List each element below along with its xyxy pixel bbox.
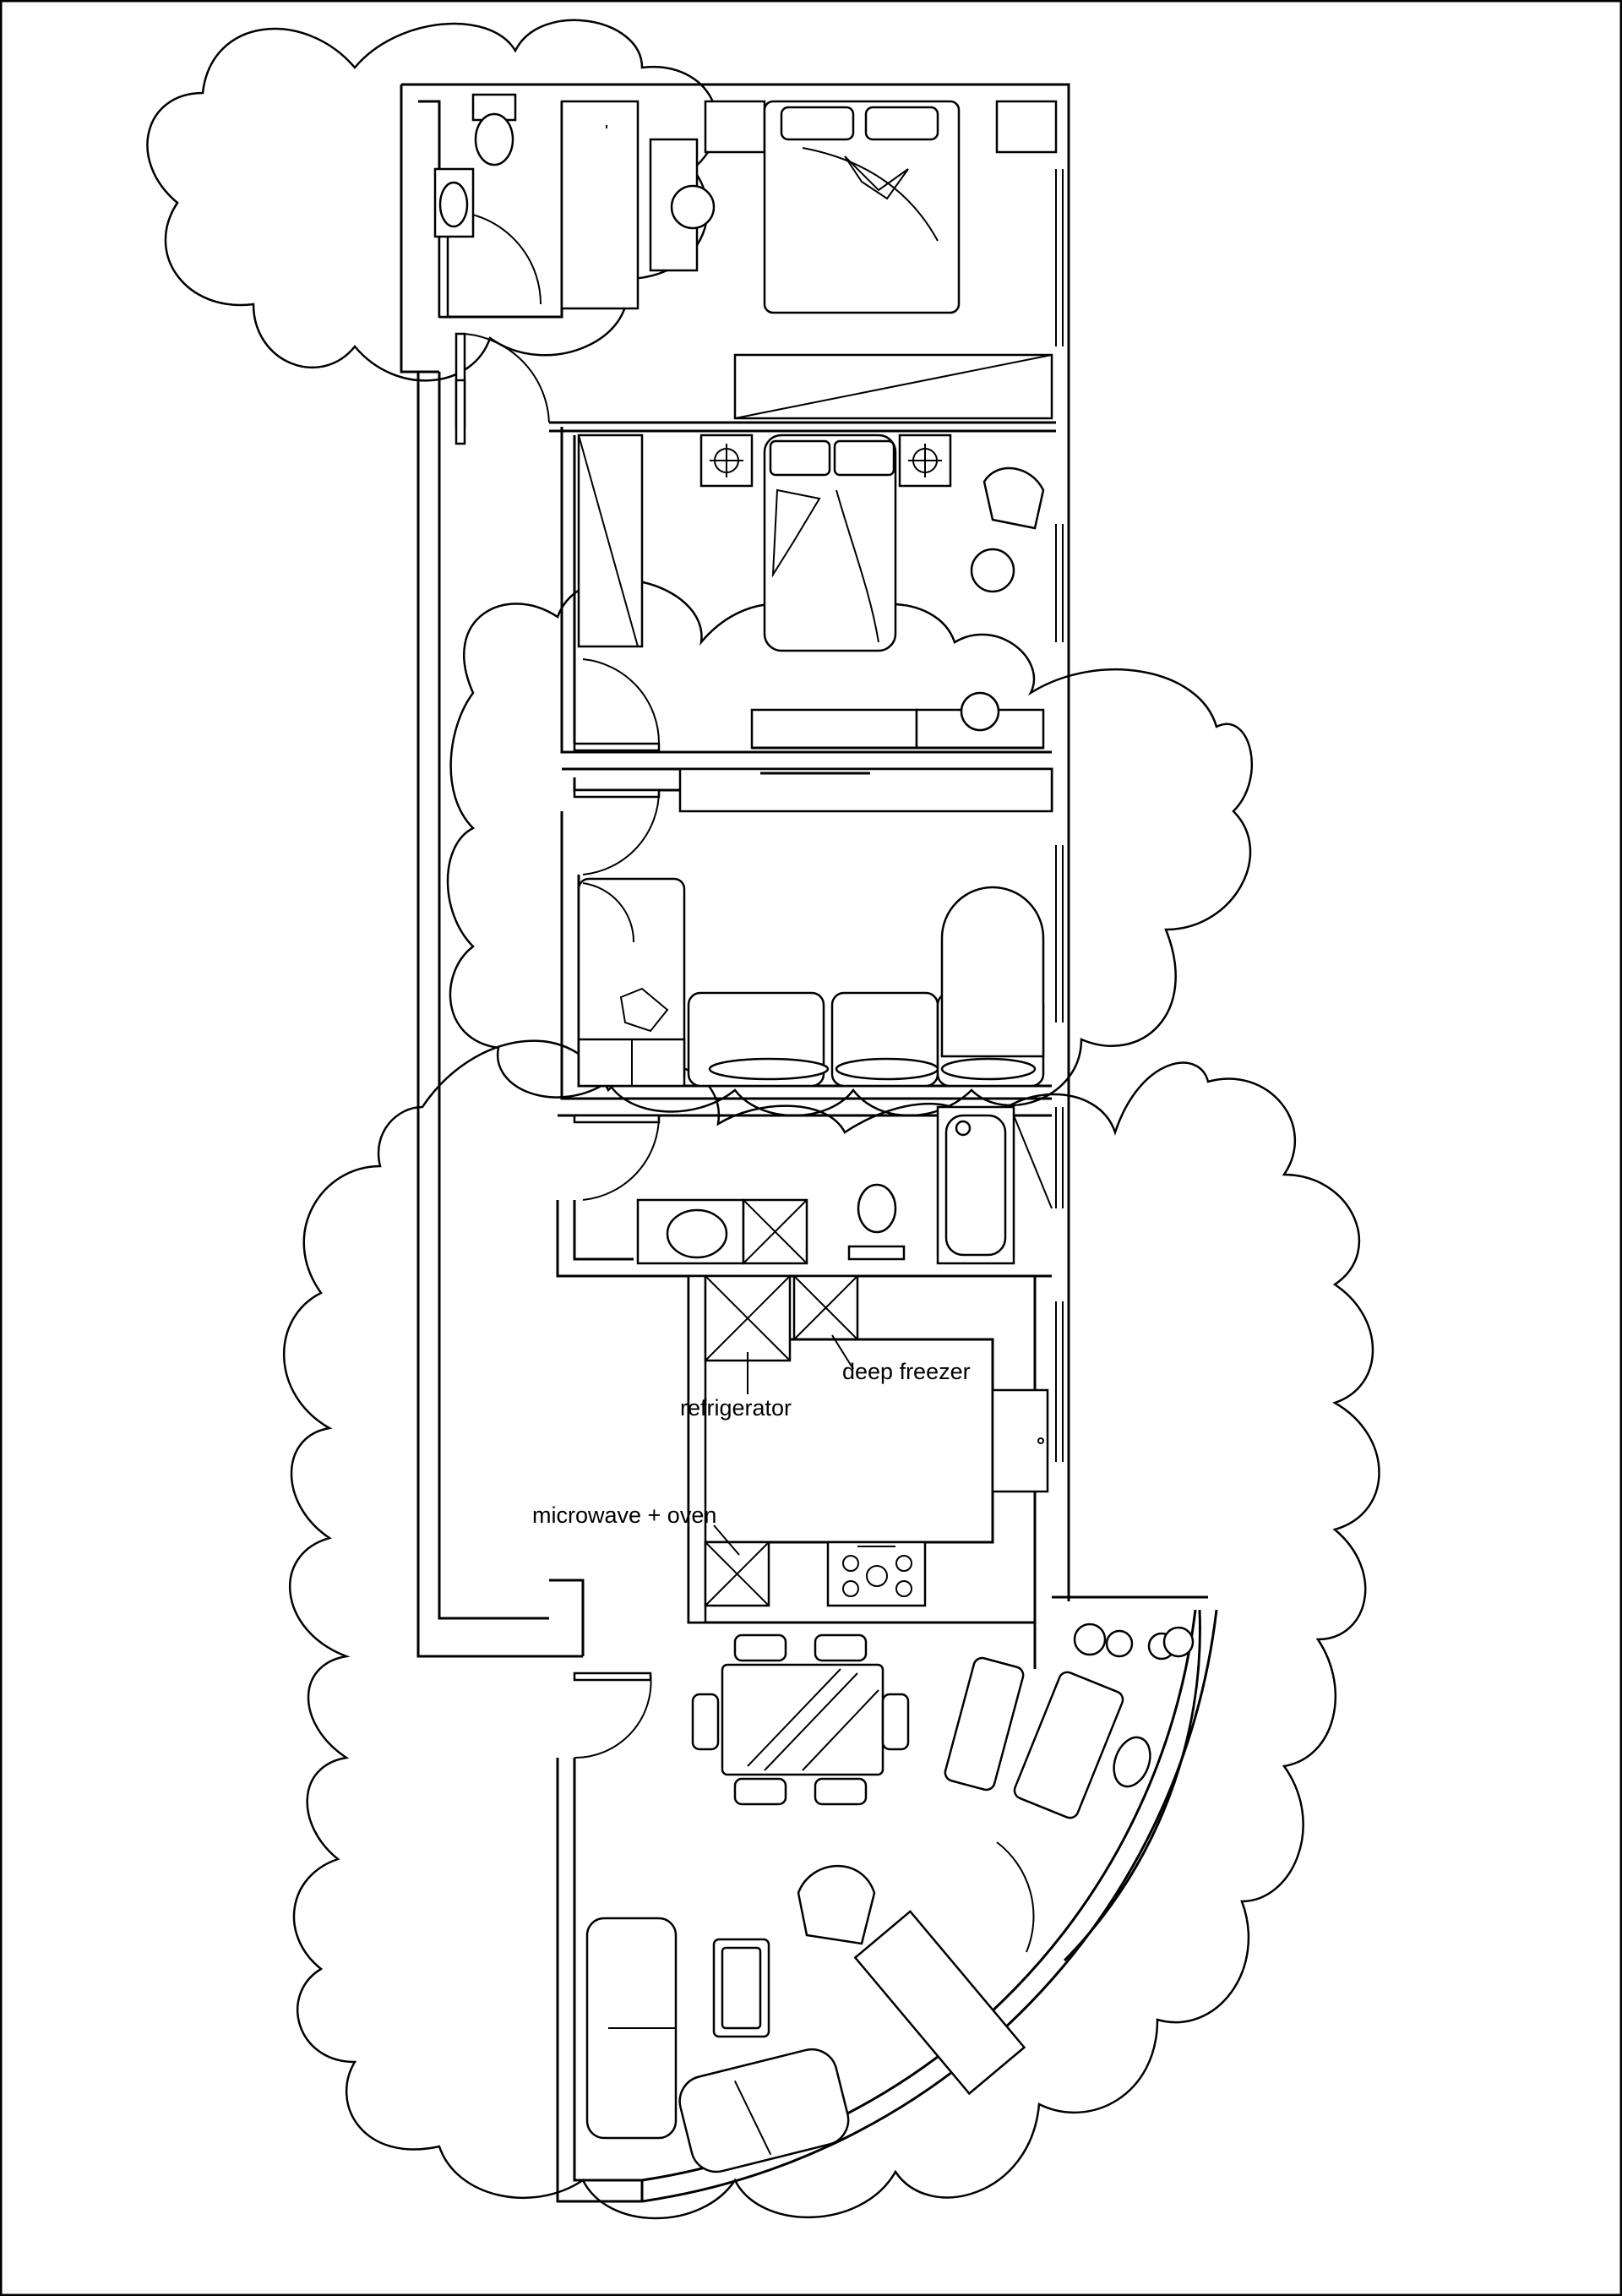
plant-pot	[1073, 1622, 1107, 1656]
toilet-bowl	[474, 112, 514, 166]
loveseat	[1013, 1671, 1124, 1819]
side-table-oval	[1113, 1736, 1151, 1788]
double-bed	[763, 100, 961, 314]
dining-area	[691, 1633, 910, 1806]
armchair	[982, 466, 1045, 530]
living-room	[585, 1622, 1195, 2173]
deep-freezer-label: deep freezer	[842, 1359, 971, 1384]
console-table	[944, 1656, 1025, 1792]
nightstand-left	[704, 100, 766, 154]
double-bed-2	[763, 434, 897, 652]
refrigerator-label: refrigerator	[680, 1395, 792, 1421]
plant-pot	[1105, 1629, 1134, 1658]
kitchen-counter-right	[991, 1388, 1049, 1493]
reading-nook	[940, 886, 1045, 1058]
doors	[438, 210, 1035, 1953]
dining-chair	[691, 1693, 720, 1751]
freezer-pointer	[831, 1334, 854, 1370]
tree-cloud-bottom	[283, 1039, 1380, 2220]
wardrobe-3	[678, 767, 1053, 813]
dining-chair	[814, 1633, 868, 1662]
bedroom-2	[577, 434, 1045, 750]
sofa-bottom	[678, 2048, 850, 2173]
toilet-tank	[471, 93, 517, 122]
kitchen	[704, 1274, 1049, 1607]
labels: refrigerator deep freezer microwave + ov…	[532, 1359, 971, 1528]
bedroom-3	[577, 767, 1053, 1088]
bath-sink-2	[666, 1208, 728, 1259]
microwave-pointer	[713, 1524, 740, 1556]
bedroom-1	[704, 100, 1058, 420]
bathroom-2	[636, 1105, 1053, 1265]
cooktop	[826, 1541, 927, 1607]
bathroom-top	[433, 93, 716, 272]
dresser	[750, 708, 918, 750]
toilet-2	[857, 1183, 897, 1234]
plant-pot	[1162, 1626, 1195, 1658]
tree-canopy-clouds	[146, 19, 1380, 2220]
tree-cloud-top	[146, 19, 719, 382]
dining-table	[721, 1663, 884, 1776]
dining-chair	[733, 1633, 787, 1662]
lounge-chair	[797, 1864, 876, 1945]
microwave-oven-label: microwave + oven	[532, 1502, 716, 1528]
dining-chair	[881, 1693, 910, 1751]
tv-cabinet	[853, 1910, 1026, 2096]
side-table	[970, 548, 1015, 593]
nightstand-right	[995, 100, 1058, 154]
dining-chair	[733, 1777, 787, 1806]
dining-chair	[814, 1777, 868, 1806]
